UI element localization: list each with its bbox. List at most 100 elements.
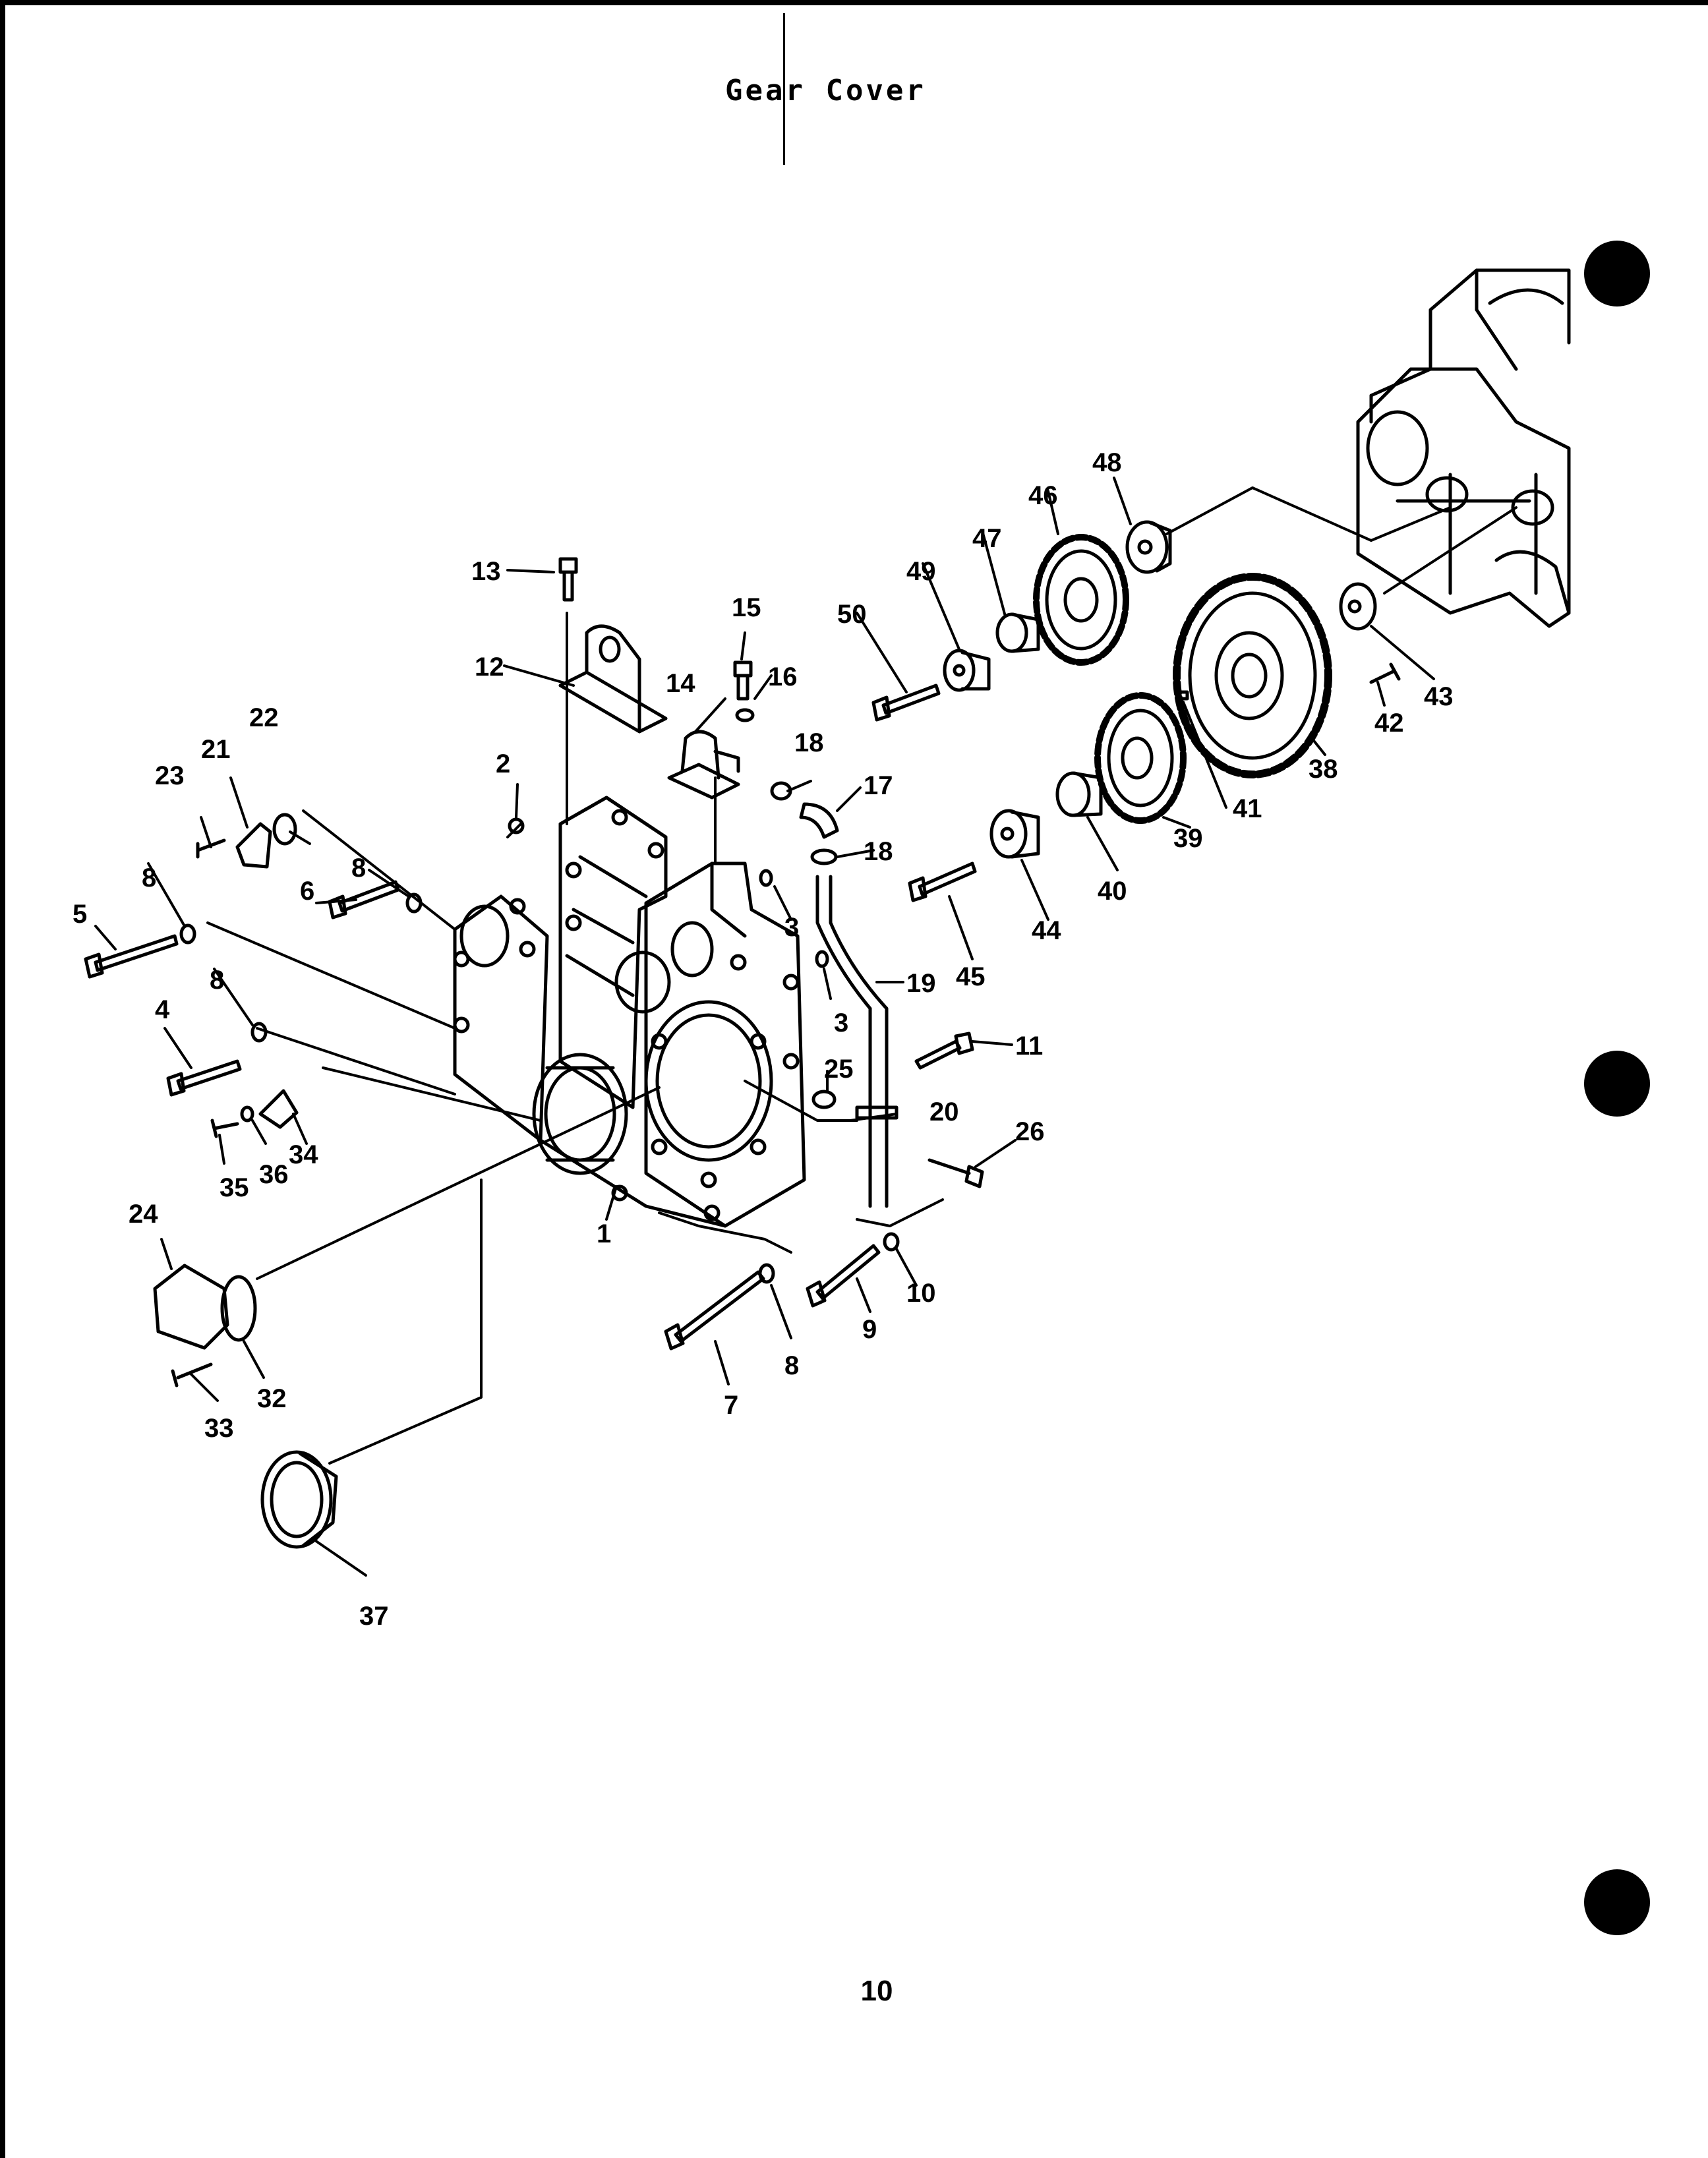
callout-18-lower: 18 [864, 837, 893, 866]
part-8-washer-a [179, 923, 196, 945]
part-2-plug [508, 817, 525, 834]
part-6-bolt [328, 880, 400, 919]
callout-34: 34 [289, 1140, 318, 1169]
part-43-washer [1339, 582, 1377, 631]
page-title: Gear Cover [725, 74, 926, 107]
callout-41: 41 [1233, 794, 1262, 823]
callout-32: 32 [257, 1384, 287, 1413]
part-5-bolt [84, 934, 179, 979]
callout-5: 5 [73, 900, 87, 929]
callout-42: 42 [1374, 709, 1404, 738]
part-14-thermostat-housing [667, 730, 740, 800]
callout-3-lower: 3 [834, 1008, 848, 1037]
part-24-cover [153, 1264, 229, 1350]
callout-8-a: 8 [142, 863, 156, 892]
callout-48: 48 [1092, 448, 1122, 477]
part-9-bolt [806, 1244, 881, 1308]
part-13-bolt [558, 557, 578, 602]
center-fold-line [783, 13, 785, 165]
callout-8-b: 8 [351, 854, 366, 883]
callout-4: 4 [155, 995, 170, 1024]
assembly-lines [206, 486, 1517, 1465]
part-38-camshaft-gear [1173, 573, 1332, 778]
callout-22: 22 [249, 703, 279, 732]
callout-35: 35 [220, 1173, 249, 1202]
callout-36: 36 [259, 1160, 289, 1189]
callout-19: 19 [906, 969, 936, 998]
gear-cover-housing [453, 796, 806, 1228]
callout-47: 47 [972, 524, 1002, 553]
part-26-bolt [928, 1158, 984, 1188]
part-22-o-ring [272, 813, 297, 846]
callout-40: 40 [1098, 877, 1127, 906]
callout-15: 15 [732, 593, 761, 622]
part-4-bolt [166, 1059, 242, 1097]
part-16-washer [735, 708, 755, 722]
part-15-bolt [733, 660, 753, 701]
part-36-washer [240, 1105, 254, 1123]
callout-39: 39 [1173, 824, 1203, 853]
callout-16: 16 [768, 662, 798, 691]
callout-18-upper: 18 [794, 728, 824, 757]
part-40-bushing [1055, 771, 1103, 817]
callout-26: 26 [1015, 1117, 1045, 1146]
callout-3-upper: 3 [784, 913, 799, 942]
callout-7: 7 [724, 1391, 738, 1420]
callout-23: 23 [155, 761, 185, 790]
callout-45: 45 [956, 962, 986, 991]
callout-8-c: 8 [210, 966, 224, 995]
part-21-cover-plate [235, 822, 272, 869]
callout-17: 17 [864, 771, 893, 800]
part-32-o-ring [220, 1275, 257, 1342]
binder-hole-middle [1584, 1051, 1650, 1117]
callout-50: 50 [837, 600, 867, 629]
callout-14: 14 [666, 669, 695, 698]
callout-1: 1 [597, 1219, 611, 1248]
part-12-lifting-bracket [558, 624, 668, 734]
callout-21: 21 [201, 735, 231, 764]
callout-12: 12 [475, 653, 504, 682]
callout-43: 43 [1424, 682, 1454, 711]
part-49-thrust-flange [943, 649, 991, 692]
engine-block [1356, 268, 1571, 628]
callout-11: 11 [1015, 1032, 1043, 1061]
callout-labels: 1 2 3 3 4 5 6 7 8 8 8 8 9 10 11 12 13 14… [73, 448, 1454, 1631]
part-10-washer [883, 1232, 900, 1252]
part-8-washer-c [250, 1022, 268, 1043]
part-47-bushing [995, 612, 1040, 653]
part-48-washer [1125, 520, 1172, 574]
part-19-hose [815, 875, 889, 1208]
part-25-plug [811, 1090, 837, 1109]
binder-hole-bottom [1584, 1869, 1650, 1935]
callout-leaders [94, 477, 1435, 1577]
part-17-elbow [799, 802, 839, 839]
part-3-plug-upper [759, 869, 773, 887]
part-18-clamp-lower [810, 848, 838, 865]
callout-37: 37 [359, 1602, 389, 1631]
part-35-bolt [210, 1119, 239, 1138]
part-42-bolt [1369, 662, 1401, 684]
callout-44: 44 [1032, 916, 1061, 945]
callout-38: 38 [1309, 755, 1338, 784]
part-33-bolt [171, 1362, 213, 1387]
part-50-bolt [871, 684, 941, 722]
page-number: 10 [860, 1975, 893, 2007]
callout-20: 20 [929, 1097, 959, 1126]
left-frame-line [0, 0, 5, 2158]
part-8-washer-b [405, 892, 423, 914]
part-45-bolt [908, 861, 977, 902]
callout-46: 46 [1028, 481, 1058, 510]
part-46-gear [1033, 534, 1129, 666]
callout-2: 2 [496, 749, 510, 778]
part-7-bolt [664, 1270, 765, 1351]
callout-24: 24 [129, 1200, 158, 1229]
callout-9: 9 [862, 1315, 877, 1344]
top-frame-line [0, 0, 1708, 5]
part-11-bolt [914, 1032, 974, 1070]
binder-hole-top [1584, 241, 1650, 306]
part-37-oil-seal [260, 1450, 338, 1549]
callout-6: 6 [300, 877, 314, 906]
part-34-bracket [258, 1089, 299, 1129]
callout-13: 13 [471, 557, 501, 586]
